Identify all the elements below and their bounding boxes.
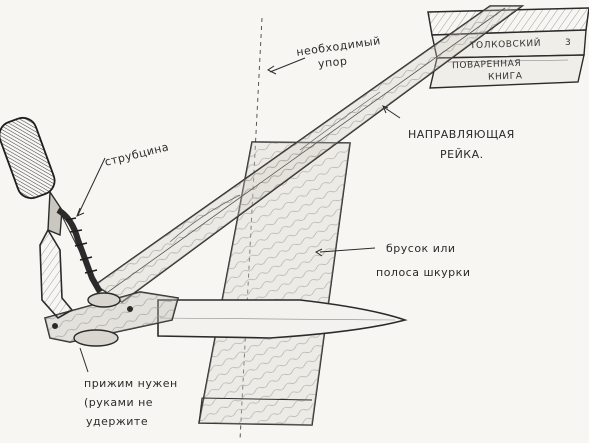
whetstone-block <box>198 141 351 426</box>
label-pressure-line1: прижим нужен <box>84 377 178 390</box>
book-number: 3 <box>565 38 572 48</box>
clamp <box>0 116 121 347</box>
label-pressure-line3: удержите <box>86 415 149 428</box>
label-guide-rail-line2: РЕЙКА. <box>440 148 484 161</box>
book-title-bottom-line2: КНИГА <box>487 71 523 83</box>
label-pressure-line2: (руками не <box>84 396 154 409</box>
leader-lines <box>76 57 401 373</box>
label-whetstone-line1: брусок или <box>386 242 456 255</box>
knife-blade <box>157 299 408 339</box>
label-guide-rail-line1: НАПРАВЛЯЮЩАЯ <box>408 128 515 141</box>
label-whetstone-line2: полоса шкурки <box>376 266 471 279</box>
knife-handle <box>44 291 180 343</box>
